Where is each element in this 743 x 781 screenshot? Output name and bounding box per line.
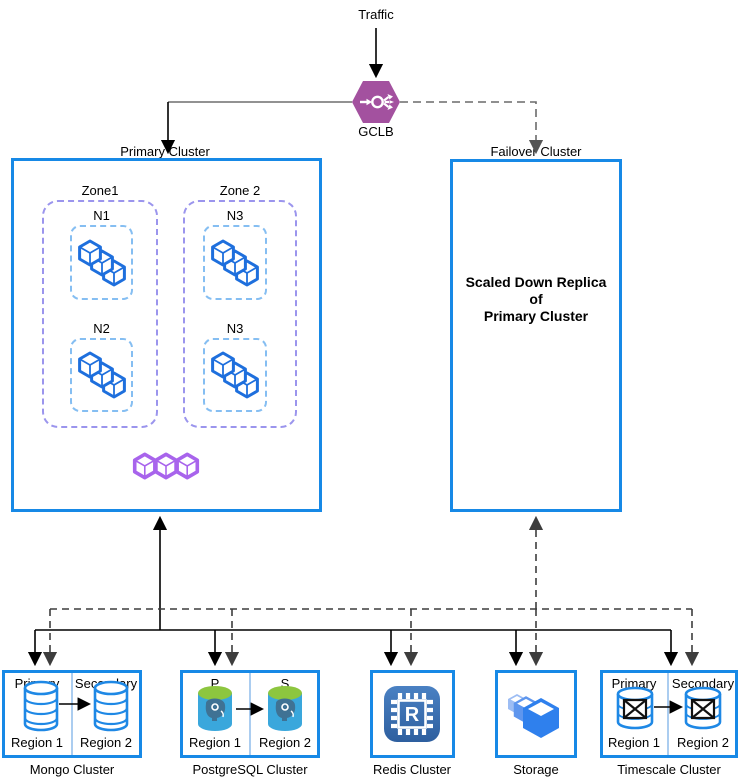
node-n3a: N3 bbox=[203, 208, 267, 300]
pods-icon bbox=[131, 451, 201, 481]
postgresql-secondary-label: S bbox=[280, 676, 290, 691]
zone-1-label: Zone1 bbox=[81, 183, 119, 198]
timescale-database-icon bbox=[616, 686, 654, 730]
zone-2: Zone 2 N3 N3 bbox=[183, 183, 297, 428]
node-n3a-label: N3 bbox=[226, 208, 244, 223]
node-n3b: N3 bbox=[203, 321, 267, 412]
storage-box bbox=[495, 670, 577, 758]
postgresql-cluster-box: P S Region 1 Region 2 bbox=[180, 670, 320, 758]
failover-cluster-box: Scaled Down Replica of Primary Cluster bbox=[450, 159, 622, 512]
kubernetes-nodes-icon bbox=[76, 237, 128, 289]
postgresql-region-2-label: Region 2 bbox=[258, 735, 312, 750]
mongo-cluster-caption: Mongo Cluster bbox=[29, 762, 115, 777]
mongo-region-divider bbox=[71, 673, 73, 755]
timescale-database-icon bbox=[684, 686, 722, 730]
kubernetes-nodes-icon bbox=[209, 237, 261, 289]
zone-1: Zone1 N1 N2 bbox=[42, 183, 158, 428]
primary-cluster-title: Primary Cluster bbox=[120, 144, 210, 159]
timescale-cluster-box: Primary Secondary Region 1 Region 2 bbox=[600, 670, 738, 758]
mongo-database-icon bbox=[93, 680, 129, 732]
mongo-cluster-box: Primary Secondary Region 1 Region 2 bbox=[2, 670, 142, 758]
postgresql-cluster-caption: PostgreSQL Cluster bbox=[192, 762, 308, 777]
gclb-label: GCLB bbox=[358, 124, 394, 139]
postgresql-database-icon bbox=[197, 685, 233, 732]
timescale-primary-label: Primary bbox=[611, 676, 657, 691]
timescale-region-1-label: Region 1 bbox=[607, 735, 661, 750]
primary-cluster-box: Zone1 N1 N2 Zone 2 N3 N3 bbox=[11, 158, 322, 512]
kubernetes-nodes-icon bbox=[76, 349, 128, 401]
mongo-region-2-label: Region 2 bbox=[79, 735, 133, 750]
timescale-cluster-caption: Timescale Cluster bbox=[617, 762, 721, 777]
mongo-region-1-label: Region 1 bbox=[10, 735, 64, 750]
zone-2-label: Zone 2 bbox=[219, 183, 261, 198]
redis-cluster-box: R bbox=[370, 670, 455, 758]
storage-buckets-icon bbox=[508, 694, 559, 738]
postgresql-region-divider bbox=[249, 673, 251, 755]
failover-cluster-description: Scaled Down Replica of Primary Cluster bbox=[453, 274, 619, 325]
failover-text-line-3: Primary Cluster bbox=[483, 308, 589, 324]
storage-caption: Storage bbox=[513, 762, 559, 777]
postgresql-primary-label: P bbox=[210, 676, 220, 691]
redis-chip-icon: R bbox=[383, 685, 441, 743]
postgresql-region-1-label: Region 1 bbox=[188, 735, 242, 750]
timescale-region-divider bbox=[667, 673, 669, 755]
redis-cluster-caption: Redis Cluster bbox=[372, 762, 452, 777]
node-n2: N2 bbox=[70, 321, 133, 412]
mongo-database-icon bbox=[23, 680, 59, 732]
timescale-region-2-label: Region 2 bbox=[676, 735, 730, 750]
timescale-secondary-label: Secondary bbox=[671, 676, 735, 691]
node-n1-label: N1 bbox=[93, 208, 110, 223]
node-n1: N1 bbox=[70, 208, 133, 300]
node-n2-label: N2 bbox=[93, 321, 110, 336]
redis-chip-letter: R bbox=[405, 704, 420, 726]
failover-text-line-2: of bbox=[529, 291, 543, 307]
traffic-label: Traffic bbox=[358, 7, 394, 22]
postgresql-database-icon bbox=[267, 685, 303, 732]
kubernetes-nodes-icon bbox=[209, 349, 261, 401]
gclb-load-balancer-icon bbox=[350, 79, 402, 125]
node-n3b-label: N3 bbox=[226, 321, 244, 336]
failover-text-line-1: Scaled Down Replica bbox=[465, 274, 607, 290]
failover-cluster-title: Failover Cluster bbox=[490, 144, 582, 159]
